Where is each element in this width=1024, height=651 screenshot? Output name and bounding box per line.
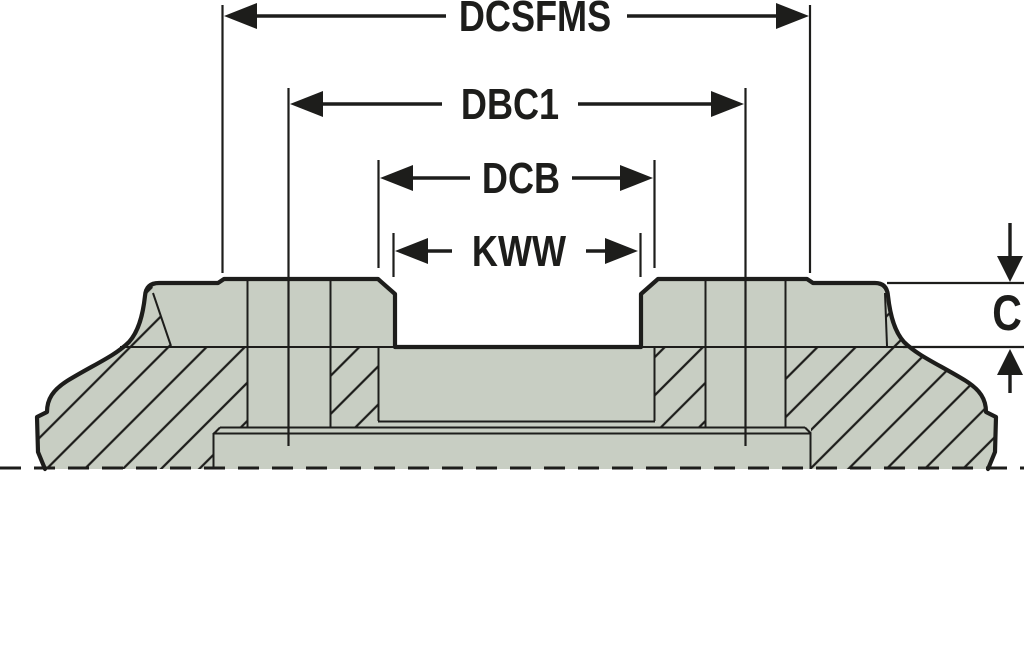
dimension-kww: KWW	[392, 227, 642, 277]
dcb-arrowhead-right-icon	[620, 165, 653, 191]
kww-label: KWW	[472, 227, 566, 276]
c-arrowhead-down-icon	[997, 256, 1023, 282]
left-bolt-hole	[246, 281, 332, 427]
spigot-plate	[212, 426, 812, 469]
dcb-label: DCB	[482, 154, 560, 203]
dimension-dcsfms: DCSFMS	[221, 0, 812, 273]
c-label: C	[992, 285, 1022, 341]
dbc1-arrowhead-right-icon	[711, 91, 744, 117]
center-bore	[377, 348, 656, 423]
part-outline	[34, 276, 999, 472]
dimension-c: C	[887, 223, 1024, 393]
dbc1-arrowhead-left-icon	[290, 91, 323, 117]
kww-arrowhead-left-icon	[395, 238, 428, 264]
dimension-dcb: DCB	[377, 154, 656, 268]
section-hatching	[37, 279, 996, 469]
right-boss-boundary-line	[884, 292, 888, 347]
kww-arrowhead-right-icon	[605, 238, 638, 264]
right-bolt-hole	[704, 281, 787, 427]
part-cross-section	[34, 276, 999, 472]
dcsfms-arrowhead-right-icon	[776, 3, 809, 29]
dimension-dbc1: DBC1	[287, 80, 747, 446]
left-boss-boundary-line	[152, 292, 172, 347]
dcb-arrowhead-left-icon	[380, 165, 413, 191]
c-arrowhead-up-icon	[997, 349, 1023, 375]
dbc1-label: DBC1	[461, 80, 559, 129]
dcsfms-arrowhead-left-icon	[224, 3, 257, 29]
dcsfms-label: DCSFMS	[459, 0, 611, 41]
